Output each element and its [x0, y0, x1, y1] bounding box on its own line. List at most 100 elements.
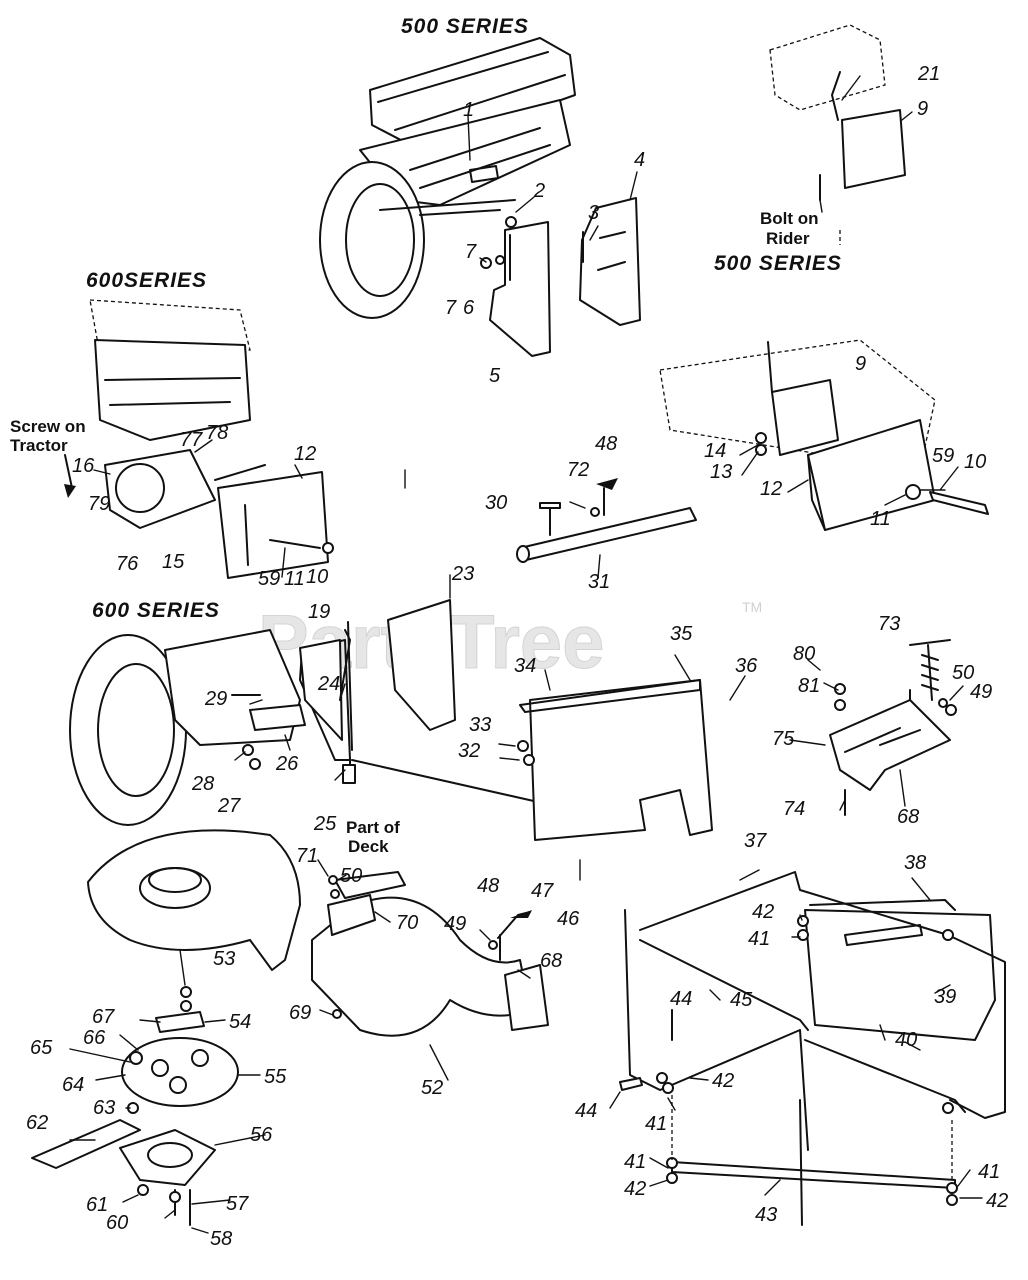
hitch-bracket-26 — [249, 704, 306, 731]
mount-67 — [155, 1011, 205, 1033]
callout-64: 64 — [62, 1074, 84, 1096]
callout-81: 81 — [798, 675, 820, 697]
rod-31 — [519, 507, 697, 561]
mount-bracket-5 — [489, 221, 551, 357]
blade-spindle-56 — [119, 1129, 216, 1186]
callout-34: 34 — [514, 655, 536, 677]
callout-7-lower: 7 — [445, 297, 457, 319]
callout-65: 65 — [30, 1037, 53, 1059]
callout-40: 40 — [895, 1029, 917, 1051]
callout-71: 71 — [296, 845, 318, 867]
rear-tire-500 — [319, 161, 425, 319]
callout-42-right: 42 — [986, 1190, 1008, 1212]
callout-68-left: 68 — [540, 950, 562, 972]
callout-78: 78 — [206, 422, 228, 444]
callout-48-bottom: 48 — [477, 875, 499, 897]
bag-39 — [804, 909, 996, 1041]
group-deck-chute — [31, 829, 549, 1226]
callout-24: 24 — [317, 673, 340, 695]
callout-67: 67 — [92, 1006, 115, 1028]
label-600-series-mid: 600 SERIES — [92, 599, 220, 622]
rod-38 — [809, 899, 956, 911]
callout-76: 76 — [116, 553, 139, 575]
group-600-series-left — [64, 299, 334, 579]
callout-77: 77 — [180, 429, 203, 451]
callout-13: 13 — [710, 461, 732, 483]
callout-70: 70 — [396, 912, 418, 934]
callout-42-mid: 42 — [712, 1070, 734, 1092]
group-lever-73 — [829, 639, 957, 816]
weight-bolt-10 — [929, 491, 989, 515]
callout-41-upper: 41 — [748, 928, 770, 950]
callout-30: 30 — [485, 492, 507, 514]
callout-15: 15 — [162, 551, 185, 573]
frame-40 — [804, 1039, 966, 1113]
callouts: 1 2 3 4 5 6 7 7 21 9 9 10 11 12 13 14 59… — [26, 63, 1008, 1250]
callout-10-right: 10 — [964, 451, 986, 473]
callout-33: 33 — [469, 714, 491, 736]
frame-45 — [624, 909, 809, 1151]
callout-14: 14 — [704, 440, 726, 462]
callout-9-mid: 9 — [855, 353, 866, 375]
callout-5: 5 — [489, 365, 501, 387]
callout-9-top: 9 — [917, 98, 928, 120]
label-500-series-right: 500 SERIES — [714, 252, 842, 275]
callout-66: 66 — [83, 1027, 106, 1049]
series-labels: 500 SERIES 500 SERIES 600SERIES 600 SERI… — [86, 15, 842, 622]
note-bolt-on-rider-line1: Bolt on — [760, 209, 819, 228]
callout-12-right: 12 — [760, 478, 782, 500]
callout-12-left: 12 — [294, 443, 316, 465]
callout-23: 23 — [451, 563, 474, 585]
callout-42-lower: 42 — [624, 1178, 646, 1200]
callout-2: 2 — [533, 180, 545, 202]
callout-16: 16 — [72, 455, 95, 477]
callout-32: 32 — [458, 740, 480, 762]
callout-48-top: 48 — [595, 433, 617, 455]
callout-50-right: 50 — [952, 662, 974, 684]
tractor-body-600 — [94, 339, 251, 441]
group-500-series-right-top — [659, 24, 989, 531]
callout-73: 73 — [878, 613, 900, 635]
callout-29: 29 — [204, 688, 227, 710]
bracket-19 — [299, 639, 343, 741]
callout-28: 28 — [191, 773, 214, 795]
group-500-series-top — [319, 37, 641, 357]
callout-25: 25 — [313, 813, 337, 835]
notes: Bolt on Rider Screw on Tractor Part of D… — [10, 209, 819, 856]
callout-54: 54 — [229, 1011, 251, 1033]
callout-11-right: 11 — [870, 508, 891, 530]
callout-44-upper: 44 — [670, 988, 692, 1010]
note-bolt-on-rider-line2: Rider — [766, 229, 810, 248]
watermark-trademark: TM — [742, 599, 762, 615]
deck-plate-35 — [529, 679, 713, 841]
chute-bracket-70 — [327, 894, 376, 936]
callout-6: 6 — [463, 297, 475, 319]
callout-80: 80 — [793, 643, 815, 665]
callout-41-mid: 41 — [645, 1113, 667, 1135]
callout-68-right: 68 — [897, 806, 919, 828]
callout-60: 60 — [106, 1212, 128, 1234]
group-bagger-frame — [619, 871, 1006, 1226]
label-600-series-left: 600SERIES — [86, 269, 207, 292]
callout-50-left: 50 — [340, 865, 362, 887]
callout-26: 26 — [275, 753, 299, 775]
callout-79: 79 — [88, 493, 110, 515]
callout-36: 36 — [735, 655, 758, 677]
callout-21: 21 — [917, 63, 940, 85]
callout-69: 69 — [289, 1002, 311, 1024]
leader-lines — [69, 75, 983, 1234]
callout-75: 75 — [772, 728, 795, 750]
weight-bracket-12 — [217, 471, 329, 579]
callout-38: 38 — [904, 852, 926, 874]
callout-35: 35 — [670, 623, 693, 645]
group-600-series-mid — [69, 599, 713, 841]
callout-53: 53 — [213, 948, 235, 970]
callout-4: 4 — [634, 149, 645, 171]
callout-72: 72 — [567, 459, 589, 481]
weight-bracket-9-top — [841, 109, 906, 189]
callout-63: 63 — [93, 1097, 115, 1119]
callout-45: 45 — [730, 989, 753, 1011]
rod-assembly-31 — [516, 478, 697, 563]
callout-57: 57 — [226, 1193, 249, 1215]
callout-27: 27 — [217, 795, 241, 817]
